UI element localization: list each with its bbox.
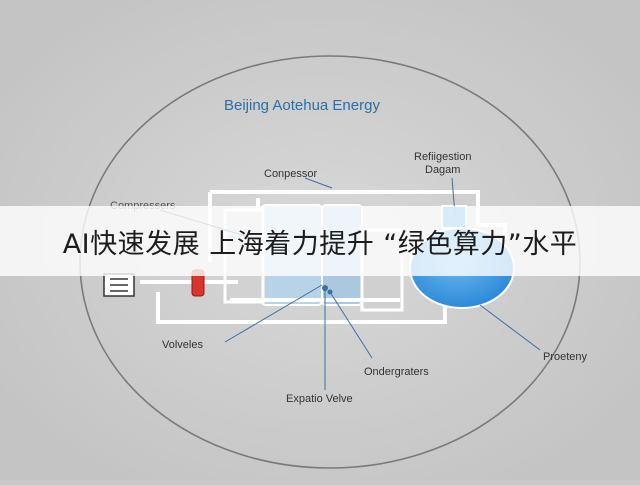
leader-compressor (304, 177, 333, 189)
leader-dot (327, 289, 333, 295)
inlet-block-icon (103, 273, 135, 297)
pipe-bottom (156, 292, 447, 324)
headline-text: AI快速发展 上海着力提升 “绿色算力”水平 (62, 228, 578, 260)
headline-banner: AI快速发展 上海着力提升 “绿色算力”水平 (0, 206, 640, 276)
label-condensers: Ondergraters (364, 366, 429, 378)
label-valves: Volveles (162, 339, 203, 351)
label-refrigeration-line1: Refiigestion (414, 151, 472, 163)
label-expansion-valve: Expatio Velve (286, 393, 353, 405)
diagram-title: Beijing Aotehua Energy (224, 97, 380, 114)
label-refrigeration-line2: Dagam (425, 163, 461, 176)
leader-property (479, 304, 541, 351)
leader-dot (322, 285, 328, 291)
leader-condensers (329, 291, 373, 359)
label-property: Proeteny (543, 351, 588, 363)
label-refrigeration-diagram: Refiigestion Dagam (414, 151, 471, 176)
label-compressor: Conpessor (264, 168, 318, 180)
leader-valves (224, 284, 323, 343)
